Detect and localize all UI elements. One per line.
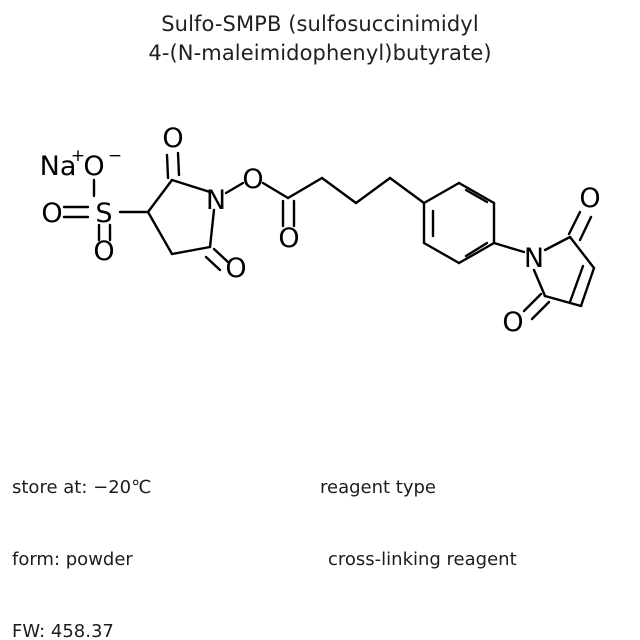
atom-label-sulfonyl-oxygen-bottom: O — [93, 236, 114, 267]
physical-form: form: powder — [12, 549, 133, 570]
bond-carbonyl-bottom-oxygen-a — [212, 247, 230, 264]
bond-phenyl-2 — [422, 241, 461, 265]
bond-maleimide-ch-to-carbonyl-bottom — [543, 294, 583, 308]
bond-maleimide-carbonyl-bottom-oxygen-b — [530, 300, 551, 321]
bond-ch2-to-ring-ch — [146, 210, 174, 256]
bond-phenyl-to-maleimide-nitrogen — [492, 241, 526, 254]
bond-chain-1 — [286, 176, 324, 200]
atom-label-sulfonyl-oxygen-left: O — [41, 198, 62, 229]
atom-label-sulfur: S — [95, 198, 112, 229]
atom-label-succinimide-nitrogen: N — [206, 185, 226, 216]
reagent-type-block: reagent type cross-linking reagent — [320, 428, 517, 620]
atom-label-maleimide-oxygen-bottom: O — [502, 307, 523, 338]
atom-label-sodium-charge: + — [71, 146, 85, 166]
atom-label-succinimide-oxygen-top: O — [162, 123, 183, 154]
bond-maleimide-carbonyl-bottom-oxygen-a — [522, 292, 543, 313]
atom-label-sulfonate-charge: − — [108, 146, 122, 166]
atom-label-maleimide-oxygen-top: O — [579, 183, 600, 214]
storage-temperature: store at: −20℃ — [12, 477, 152, 498]
atom-label-ester-bridge-oxygen: O — [242, 164, 263, 195]
title-line-1: Sulfo-SMPB (sulfosuccinimidyl — [161, 12, 479, 36]
reagent-type-value: cross-linking reagent — [328, 549, 517, 570]
bond-carbonyl-top-oxygen-b — [176, 151, 181, 177]
bond-maleimide-carbonyl-top-to-ch — [568, 235, 596, 270]
bond-maleimide-alkene-b — [568, 264, 585, 304]
page-title: Sulfo-SMPB (sulfosuccinimidyl 4-(N-malei… — [0, 10, 640, 68]
bond-chain-4-to-phenyl — [388, 176, 426, 205]
bond-maleimide-alkene-a — [579, 266, 596, 308]
bond-carbonyl-top-oxygen-a — [165, 153, 170, 180]
bond-phenyl-3 — [457, 241, 496, 265]
bond-phenyl-inner-3 — [464, 241, 489, 258]
bond-maleimide-carbonyl-top-oxygen-b — [578, 215, 593, 242]
bond-nitrogen-to-ester-oxygen — [224, 181, 245, 195]
bond-carbonyl-top-to-nitrogen — [170, 178, 212, 194]
bond-maleimide-carbonyl-top-oxygen-a — [567, 210, 582, 236]
title-line-2: 4-(N-maleimidophenyl)butyrate) — [148, 41, 492, 65]
bond-maleimide-carbonyl-bottom-to-n — [532, 268, 547, 298]
bond-chain-2 — [320, 176, 358, 205]
atom-label-maleimide-nitrogen: N — [524, 243, 544, 274]
atom-label-sodium: Na — [40, 151, 77, 182]
bond-chain-3 — [354, 176, 392, 205]
bond-ring-ch-to-carbonyl-top — [146, 178, 174, 214]
bond-phenyl-6 — [422, 181, 461, 205]
reagent-type-label: reagent type — [320, 477, 437, 498]
formula-weight: FW: 458.37 — [12, 621, 114, 640]
atom-label-sulfonate-oxygen: O — [83, 151, 104, 182]
bond-nitrogen-to-carbonyl-bottom — [208, 208, 216, 249]
atom-label-succinimide-oxygen-bottom: O — [225, 253, 246, 284]
bond-phenyl-inner-2 — [464, 188, 489, 204]
atom-label-ester-carbonyl-oxygen: O — [278, 223, 299, 254]
bond-carbonyl-bottom-oxygen-b — [204, 255, 222, 272]
product-properties: store at: −20℃ form: powder FW: 458.37 — [12, 428, 151, 640]
bond-phenyl-5 — [457, 181, 496, 205]
bond-carbonyl-bottom-to-ch2 — [170, 245, 212, 256]
bond-ester-oxygen-to-carbonyl — [261, 181, 290, 200]
bond-maleimide-n-to-carbonyl-top — [543, 235, 572, 252]
